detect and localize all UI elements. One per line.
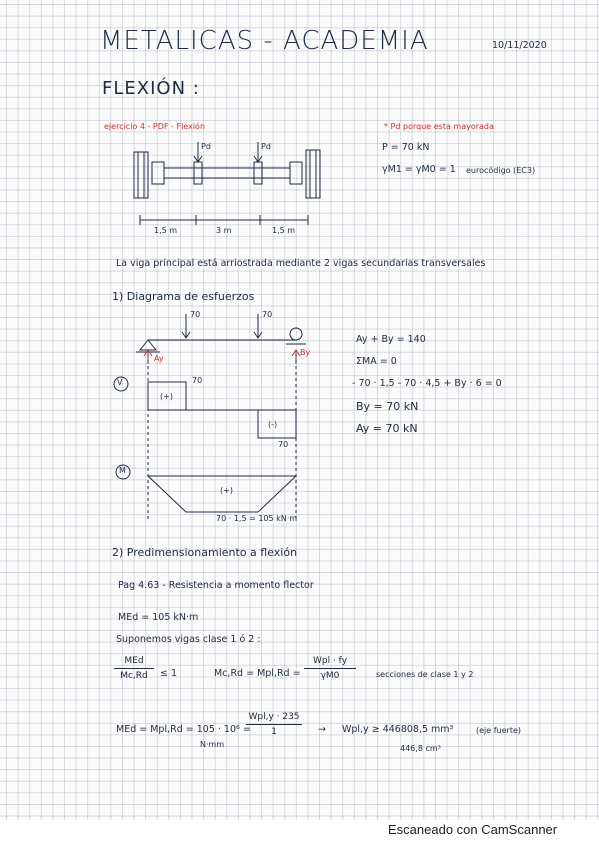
- note-factored: * Pd porque esta mayorada: [384, 122, 494, 131]
- section-modulus-result: Wpl,y ≥ 446808,5 mm³: [342, 724, 454, 735]
- load-label-2: Pd: [261, 142, 271, 151]
- reaction-a-result: Ay = 70 kN: [356, 422, 418, 435]
- load-value: P = 70 kN: [382, 142, 430, 153]
- class-note: secciones de clase 1 y 2: [376, 670, 474, 679]
- fraction-bar: [114, 668, 154, 669]
- section-modulus-cm: 446,8 cm³: [400, 744, 441, 753]
- shear-sign-positive: (+): [160, 392, 173, 401]
- reaction-b: By: [300, 348, 311, 357]
- moment-marker: M: [119, 466, 126, 475]
- final-fraction: Wpl,y · 235 1: [246, 712, 302, 737]
- section-2-heading: 2) Predimensionamiento a flexión: [112, 546, 298, 559]
- fraction-bar-3: [246, 724, 302, 725]
- reaction-a: Ay: [154, 354, 164, 363]
- load-label-1: Pd: [201, 142, 211, 151]
- final-equation-lhs: MEd = Mpl,Rd = 105 · 10⁶ =: [116, 724, 251, 735]
- moment-value: 70 · 1,5 = 105 kN·m: [216, 514, 298, 523]
- implies-arrow: →: [318, 724, 326, 735]
- mcrd-expression: Mc,Rd = Mpl,Rd =: [214, 668, 301, 679]
- shear-value-2: 70: [278, 440, 289, 449]
- beam-description: La viga principal está arriostrada media…: [116, 258, 486, 269]
- shear-sign-negative: (-): [268, 420, 278, 429]
- final-numerator: Wpl,y · 235: [248, 712, 300, 722]
- ratio-denominator: Mc,Rd: [120, 671, 148, 681]
- axis-note: (eje fuerte): [476, 726, 522, 735]
- applied-load-2: 70: [262, 310, 273, 319]
- footer-strip: [0, 820, 599, 848]
- page-date: 10/11/2020: [492, 40, 547, 51]
- section-title: FLEXIÓN :: [102, 78, 200, 99]
- equation-moment-expanded: - 70 · 1,5 - 70 · 4,5 + By · 6 = 0: [352, 378, 502, 389]
- section-1-heading: 1) Diagrama de esfuerzos: [112, 290, 255, 303]
- wpl-numerator: Wpl · fy: [312, 656, 348, 666]
- gamma-factors: γM1 = γM0 = 1: [382, 164, 456, 175]
- design-moment: MEd = 105 kN·m: [118, 612, 199, 623]
- span-2: 3 m: [216, 226, 232, 235]
- code-note: eurocódigo (EC3): [466, 166, 536, 175]
- page-title: METALICAS - ACADEMIA: [100, 26, 429, 56]
- equation-sum-forces: Ay + By = 140: [356, 334, 426, 345]
- scanner-watermark: Escaneado con CamScanner: [388, 822, 558, 837]
- ratio-numerator: MEd: [124, 656, 144, 666]
- ratio-fraction: MEd Mc,Rd: [114, 656, 154, 681]
- reaction-b-result: By = 70 kN: [356, 400, 419, 413]
- wpl-fraction: Wpl · fy γM0: [304, 656, 356, 681]
- final-unit: N·mm: [200, 740, 225, 749]
- span-3: 1,5 m: [272, 226, 296, 235]
- class-assumption: Suponemos vigas clase 1 ó 2 :: [116, 634, 261, 645]
- reference-page: Pag 4.63 - Resistencia a momento flector: [118, 580, 314, 591]
- span-1: 1,5 m: [154, 226, 178, 235]
- shear-value-1: 70: [192, 376, 203, 385]
- applied-load-1: 70: [190, 310, 201, 319]
- equation-moment: ΣMA = 0: [356, 356, 397, 367]
- exercise-label: ejercicio 4 - PDF - Flexión: [104, 122, 206, 131]
- fraction-bar-2: [304, 668, 356, 669]
- shear-marker: V: [117, 378, 123, 387]
- ratio-relation: ≤ 1: [160, 668, 178, 679]
- final-denominator: 1: [271, 727, 277, 737]
- wpl-denominator: γM0: [320, 671, 340, 681]
- moment-sign: (+): [220, 486, 233, 495]
